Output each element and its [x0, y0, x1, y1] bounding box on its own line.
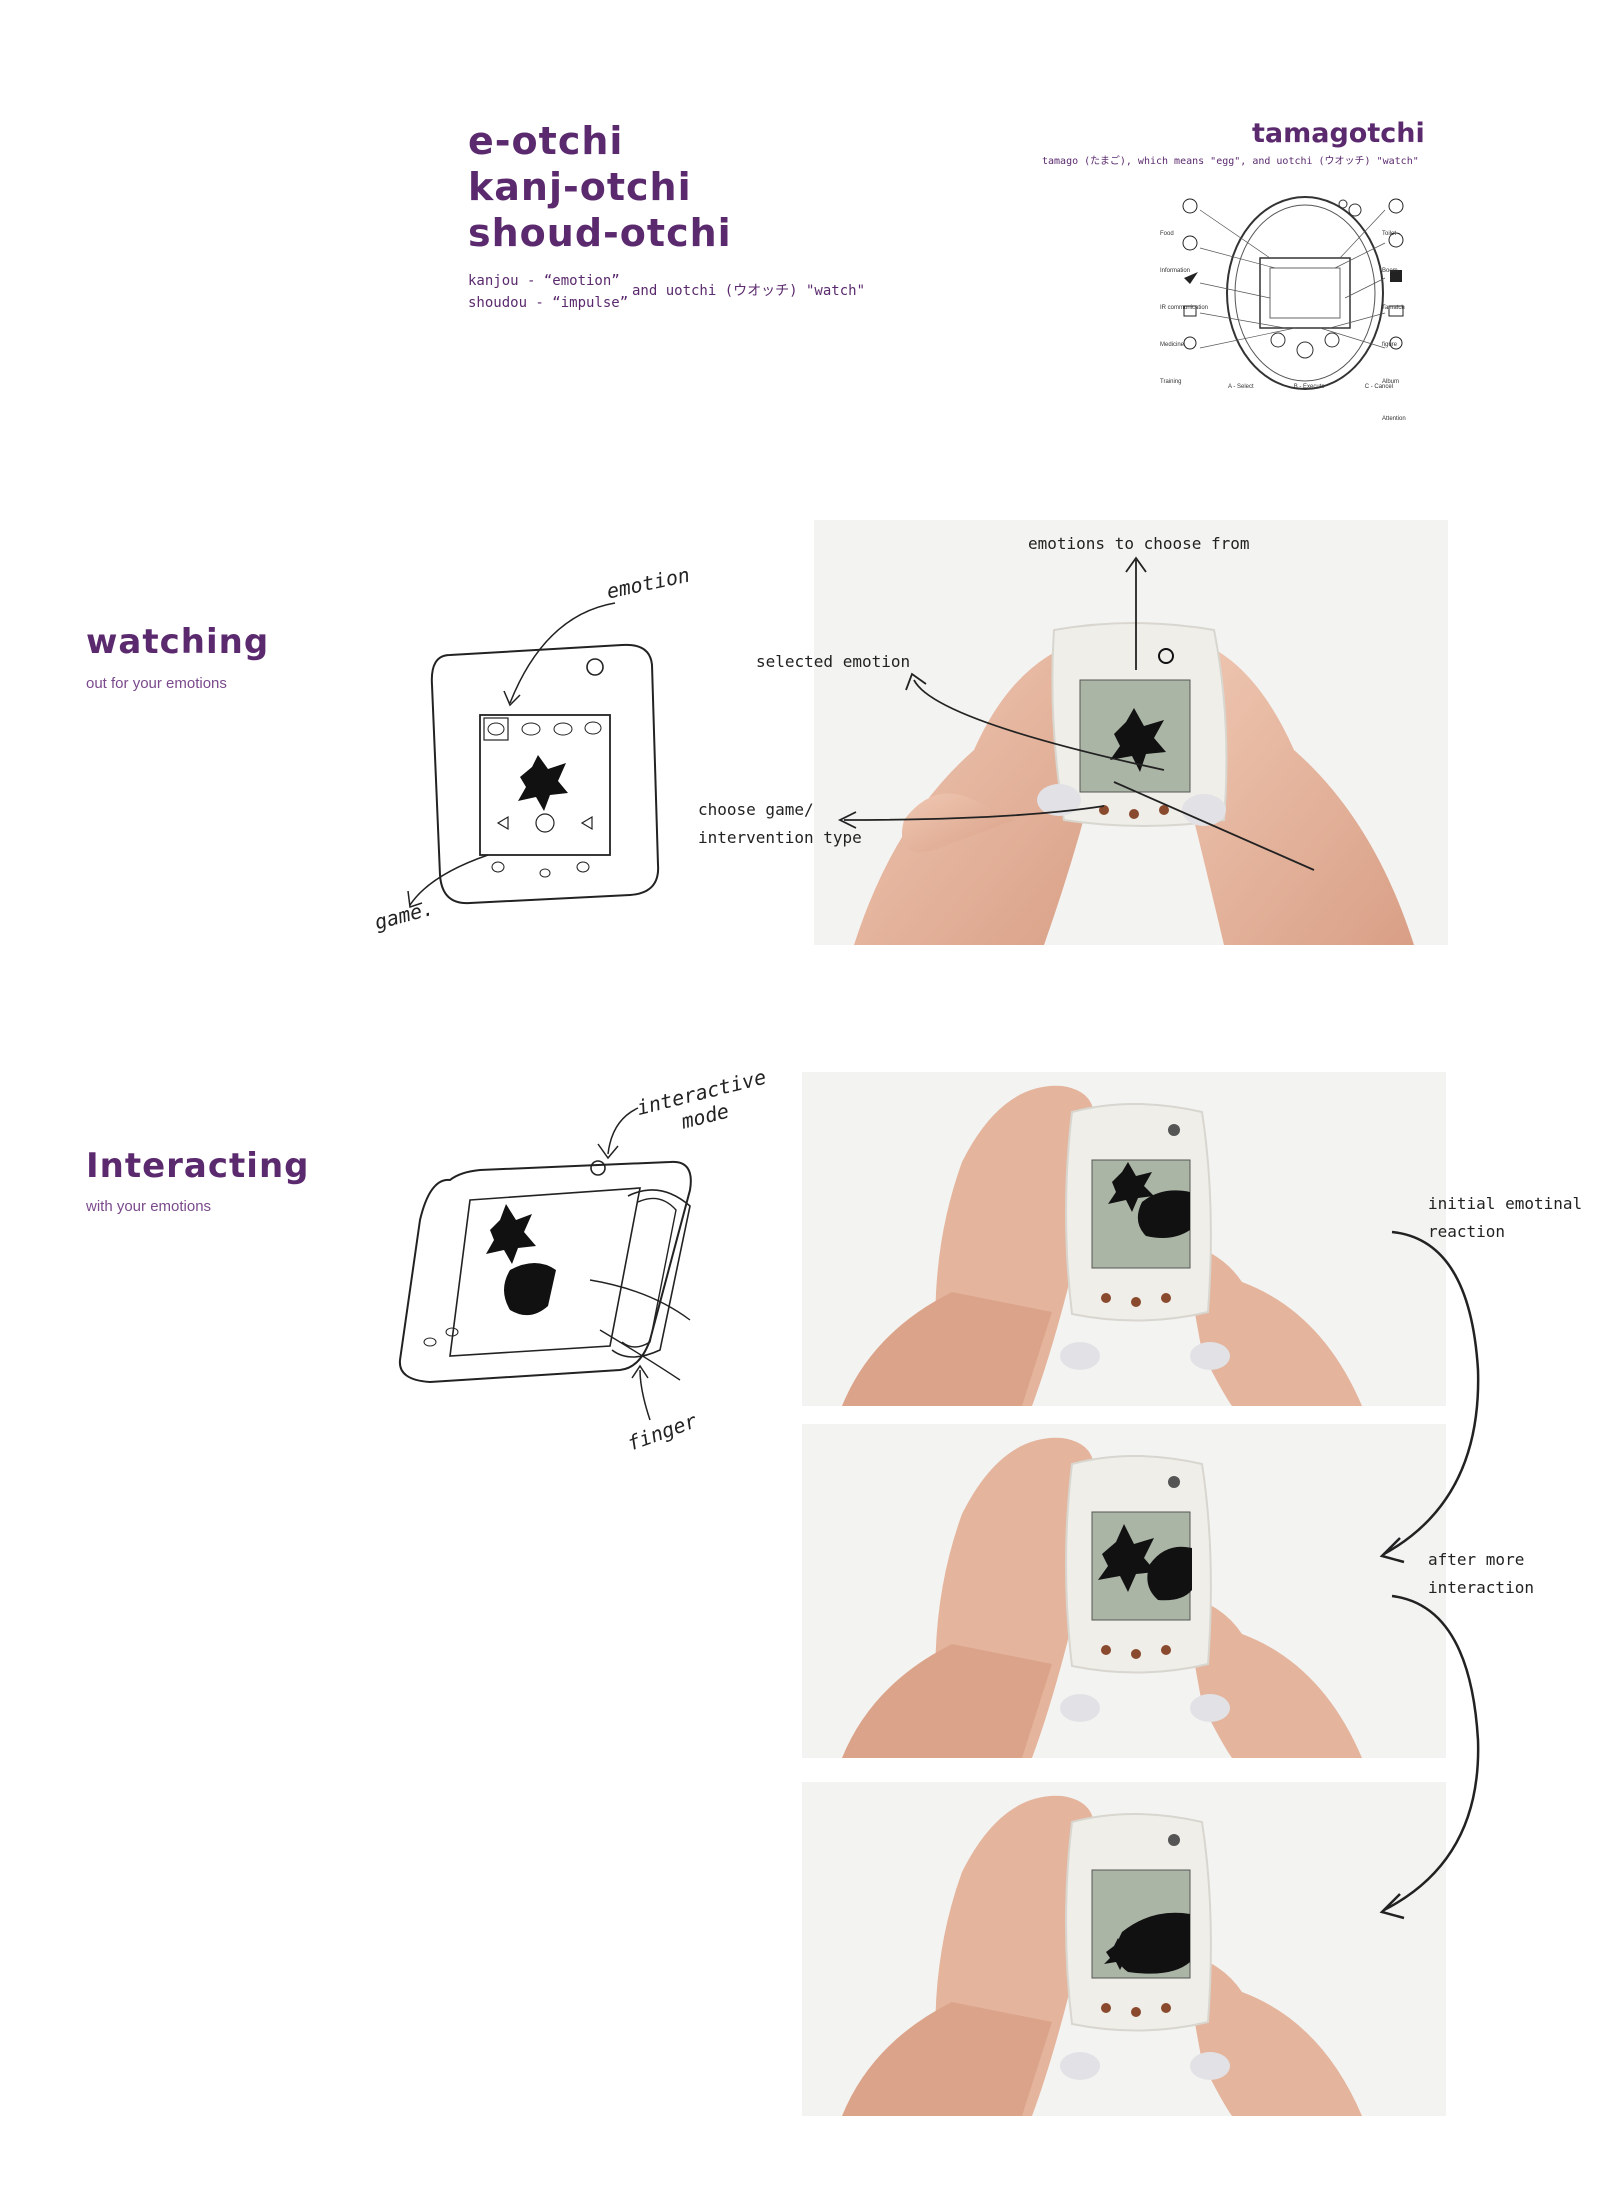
interacting-title: Interacting	[86, 1146, 310, 1186]
tamagotchi-subtitle: tamago (たまご), which means "egg", and uot…	[1042, 156, 1419, 167]
label-information: Information	[1160, 268, 1191, 274]
tamagotchi-title: tamagotchi	[1252, 118, 1425, 149]
label-training: Training	[1160, 379, 1182, 385]
label-attention: Attention	[1382, 416, 1406, 422]
tamagotchi-labels-bottom: A - Select B - Execute C - Cancel	[1228, 384, 1393, 390]
title-kanj-otchi: kanj-otchi	[468, 165, 692, 209]
interacting-photo-3	[802, 1782, 1446, 2116]
anno-choose-game-line1: choose game/	[698, 800, 814, 819]
label-execute: B - Execute	[1293, 384, 1325, 390]
tamagotchi-diagram: Food Information IR communication Medici…	[1160, 188, 1420, 422]
title-e-otchi: e-otchi	[468, 119, 624, 163]
anno-initial-line1: initial emotinal	[1428, 1194, 1583, 1213]
label-food: Food	[1160, 231, 1174, 237]
etymology-kanjou: kanjou - “emotion”	[468, 273, 620, 289]
watching-subtitle: out for your emotions	[86, 675, 227, 692]
anno-after-line1: after more	[1428, 1550, 1525, 1569]
anno-emotions-to-choose: emotions to choose from	[1028, 534, 1250, 553]
etymology: kanjou - “emotion” shoudou - “impulse”	[468, 270, 628, 314]
tamagotchi-labels-left: Food Information IR communication Medici…	[1160, 216, 1208, 401]
progression-arrows	[1370, 1220, 1500, 1940]
label-album: Album	[1382, 379, 1400, 385]
interacting-sketch: interactive mode finger	[390, 1060, 780, 1460]
interacting-subtitle: with your emotions	[86, 1198, 212, 1215]
header-titles: e-otchi kanj-otchi shoud-otchi	[468, 118, 732, 256]
label-tamatch: Tamatch figure	[1382, 305, 1405, 348]
etymology-watch: and uotchi (ウオッチ) "watch"	[632, 283, 866, 299]
label-medicine: Medicine	[1160, 342, 1185, 348]
tamagotchi-labels-right: Toilet Boom Tamatch figure Album Attenti…	[1382, 216, 1420, 438]
watching-sketch: emotion game.	[360, 555, 720, 945]
anno-initial-line2: reaction	[1428, 1222, 1506, 1241]
label-ir: IR communication	[1160, 305, 1209, 311]
etymology-shoudou: shoudou - “impulse”	[468, 295, 629, 311]
interacting-photo-1	[802, 1072, 1446, 1406]
watching-title: watching	[86, 622, 270, 662]
anno-choose-game-line2: intervention type	[698, 828, 862, 847]
anno-initial-reaction: initial emotinal reaction	[1428, 1190, 1582, 1246]
anno-selected-emotion: selected emotion	[756, 652, 911, 671]
label-boom: Boom	[1382, 268, 1398, 274]
anno-after-line2: interaction	[1428, 1578, 1534, 1597]
label-toilet: Toilet	[1382, 231, 1397, 237]
interacting-photo-2	[802, 1424, 1446, 1758]
label-cancel: C - Cancel	[1364, 384, 1394, 390]
sketch-star-blob	[518, 755, 568, 811]
anno-after-interaction: after more interaction	[1428, 1546, 1534, 1602]
watching-photo	[814, 520, 1448, 945]
title-shoud-otchi: shoud-otchi	[468, 211, 732, 255]
label-select: A - Select	[1228, 384, 1254, 390]
anno-choose-game: choose game/ intervention type	[698, 796, 862, 852]
